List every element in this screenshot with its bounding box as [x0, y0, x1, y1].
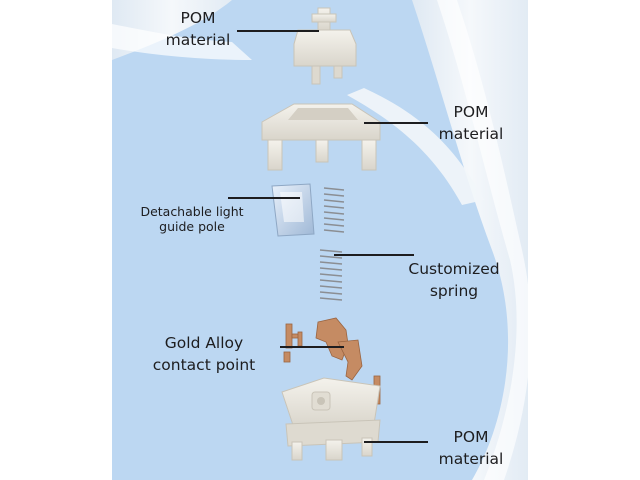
top-housing-label: POM material [430, 101, 512, 145]
spring [319, 187, 345, 301]
top-housing [261, 103, 381, 171]
stem-label: POM material [162, 7, 234, 51]
bottom-housing-label-line1: POM [453, 428, 489, 446]
contact-label-line1: Gold Alloy [164, 334, 244, 352]
bottom-housing-leader-line [364, 441, 428, 443]
light-guide-leader-line [228, 197, 300, 199]
cloth-backdrop [112, 0, 528, 480]
spring-leader-line [334, 254, 414, 256]
spring-label-line1: Customized [408, 260, 500, 278]
bottom-housing [281, 377, 381, 461]
top-housing-leader-line [364, 122, 428, 124]
light-guide-label-line1: Detachable light [140, 204, 244, 219]
bottom-housing-label-line2: material [438, 450, 504, 468]
light-guide-pole [271, 183, 315, 237]
switch-stem [293, 7, 357, 85]
bottom-housing-label: POM material [430, 426, 512, 470]
stem-label-line1: POM [180, 9, 216, 27]
light-guide-label-line2: guide pole [159, 219, 225, 234]
contact-label: Gold Alloy contact point [140, 332, 268, 376]
contact-leader-line [280, 346, 344, 348]
exploded-switch-diagram: POM material POM material Detachable lig… [112, 0, 528, 480]
contact-label-line2: contact point [152, 356, 256, 374]
stem-leader-line [237, 30, 319, 32]
spring-label: Customized spring [402, 258, 506, 302]
top-housing-label-line2: material [438, 125, 504, 143]
spring-label-line2: spring [429, 282, 479, 300]
light-guide-label: Detachable light guide pole [128, 204, 256, 234]
stem-label-line2: material [165, 31, 231, 49]
top-housing-label-line1: POM [453, 103, 489, 121]
gold-alloy-contacts [283, 317, 381, 405]
switch-illustration [112, 0, 528, 480]
